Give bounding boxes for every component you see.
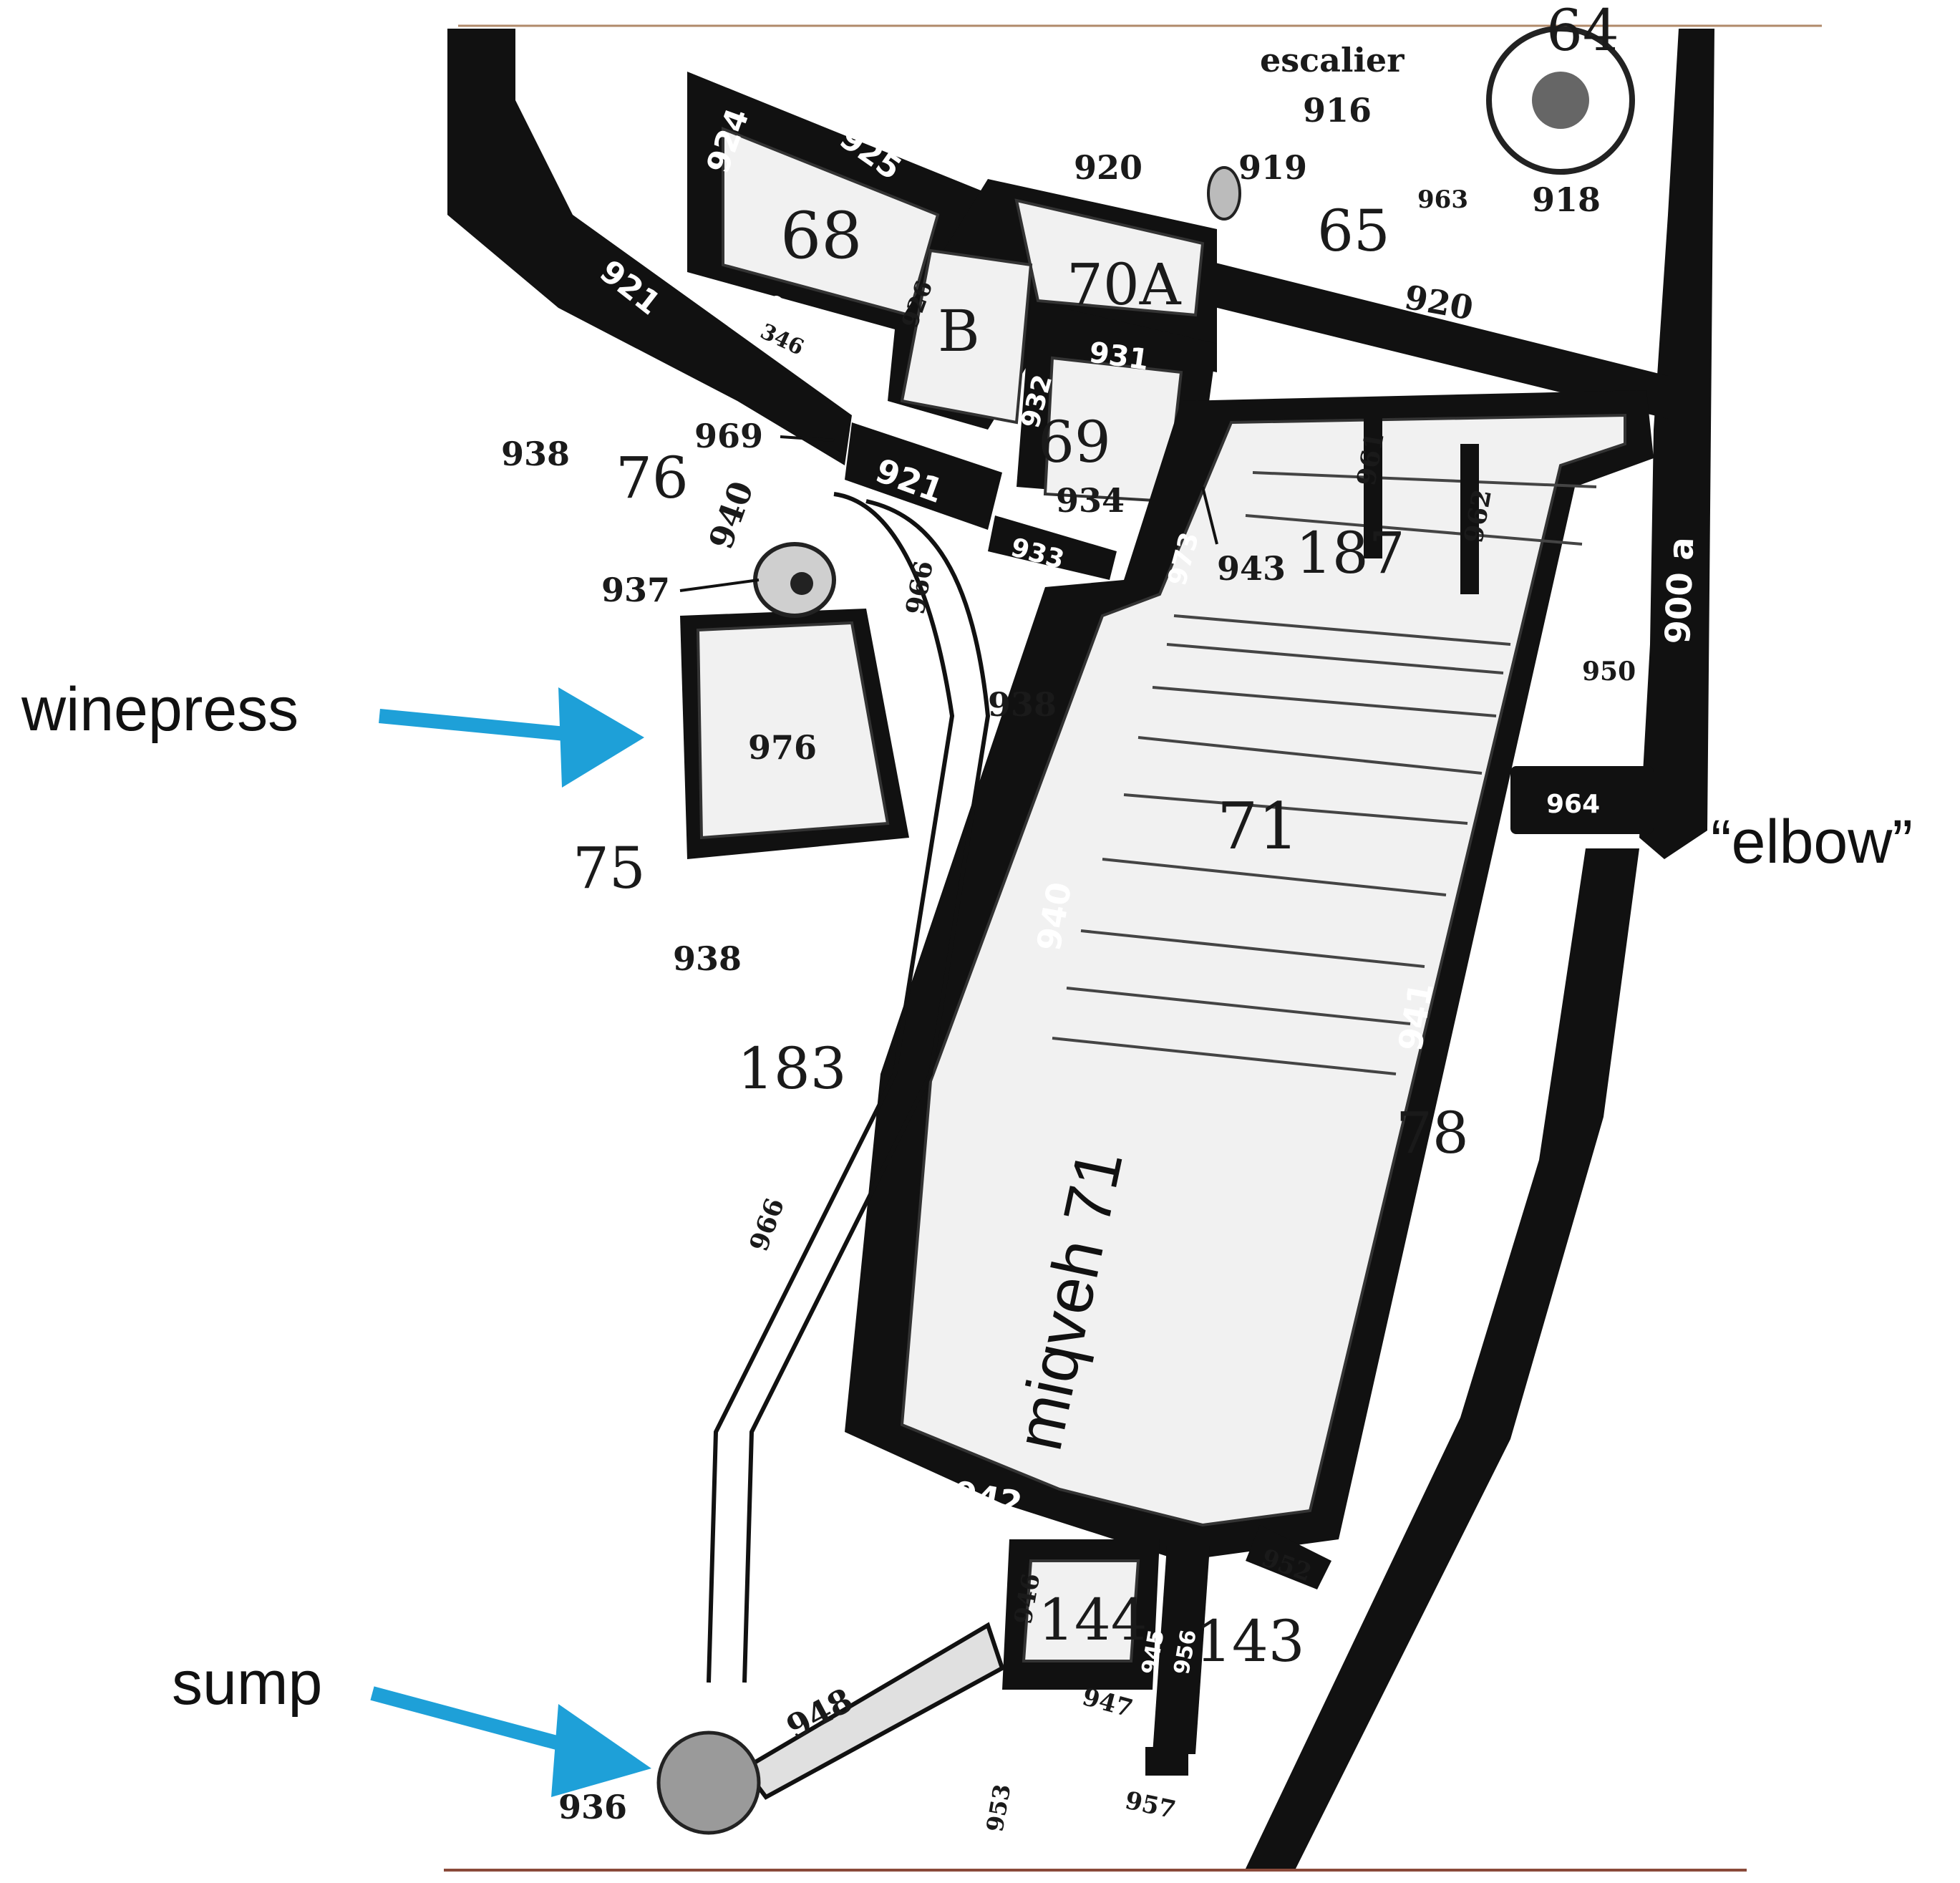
leader-937 (679, 579, 760, 592)
label-969: 969 (694, 417, 763, 455)
label-918: 918 (1532, 180, 1601, 219)
label-934: 934 (1056, 481, 1125, 520)
wall-952 (1246, 1525, 1331, 1589)
label-75: 75 (573, 835, 646, 901)
label-183: 183 (737, 1035, 847, 1102)
label-966-low: 966 (744, 1194, 790, 1255)
arrow-sump (370, 1686, 651, 1797)
staircase-64 (1486, 26, 1635, 175)
label-76: 76 (616, 445, 689, 511)
wall-957 (1145, 1747, 1188, 1776)
channel-966 (707, 492, 955, 1683)
label-938-low: 938 (673, 939, 742, 978)
annotation-sump: sump (172, 1649, 322, 1718)
label-B: B (938, 298, 980, 364)
sump-936 (656, 1730, 761, 1835)
arrow-winepress (379, 687, 644, 788)
label-143: 143 (1195, 1608, 1305, 1675)
label-919: 919 (1238, 148, 1307, 187)
label-187: 187 (1296, 520, 1405, 586)
channel-966-edge (742, 499, 991, 1683)
miqveh-steps (1052, 471, 1597, 1075)
label-943: 943 (1217, 549, 1286, 588)
label-951a: 951 a (1437, 1235, 1495, 1347)
leader-943 (1201, 486, 1218, 545)
wall-921 (447, 29, 852, 465)
label-950: 950 (1582, 657, 1636, 687)
winepress-976 (696, 621, 890, 840)
label-966-top: 966 (901, 558, 939, 616)
label-940-top: 940 (702, 476, 762, 554)
label-78: 78 (1396, 1100, 1469, 1166)
label-69: 69 (1038, 409, 1111, 475)
miqveh-71-floor (900, 413, 1626, 1527)
room-B (900, 248, 1033, 425)
label-68: 68 (780, 198, 863, 274)
label-71: 71 (1217, 789, 1299, 864)
label-escalier: escalier (1260, 41, 1404, 79)
staircase-64-core (1532, 72, 1589, 129)
label-953: 953 (981, 1782, 1016, 1834)
label-900a: 900 a (1658, 536, 1702, 644)
label-963: 963 (1417, 185, 1468, 214)
wall-921b (845, 422, 1002, 530)
label-976: 976 (748, 728, 817, 767)
basin-937-hole (790, 572, 813, 595)
annotation-elbow: “elbow” (1711, 808, 1913, 876)
label-65: 65 (1317, 198, 1390, 264)
label-964: 964 (1546, 790, 1600, 819)
wall-900a (1639, 29, 1714, 859)
wall-961 (1364, 408, 1382, 558)
wall-962 (1460, 444, 1479, 594)
label-916: 916 (1303, 91, 1372, 130)
room-144 (1022, 1559, 1140, 1662)
label-957: 957 (1122, 1786, 1178, 1825)
leader-969 (780, 435, 835, 442)
wall-951a (1246, 848, 1639, 1869)
label-70A: 70A (1067, 251, 1182, 318)
annotation-winepress: winepress (21, 675, 299, 744)
feature-919 (1207, 166, 1241, 221)
label-938-nw: 938 (501, 435, 570, 473)
wall-933 (988, 515, 1117, 580)
wall-964 (1510, 766, 1654, 834)
label-937: 937 (601, 571, 670, 609)
wall-945-956 (1153, 1546, 1210, 1754)
label-938-mid: 938 (988, 685, 1057, 724)
wall-920 (1181, 254, 1668, 419)
label-920-top: 920 (1074, 148, 1142, 187)
label-936: 936 (558, 1788, 627, 1826)
label-64: 64 (1546, 0, 1619, 64)
label-144: 144 (1038, 1587, 1148, 1653)
